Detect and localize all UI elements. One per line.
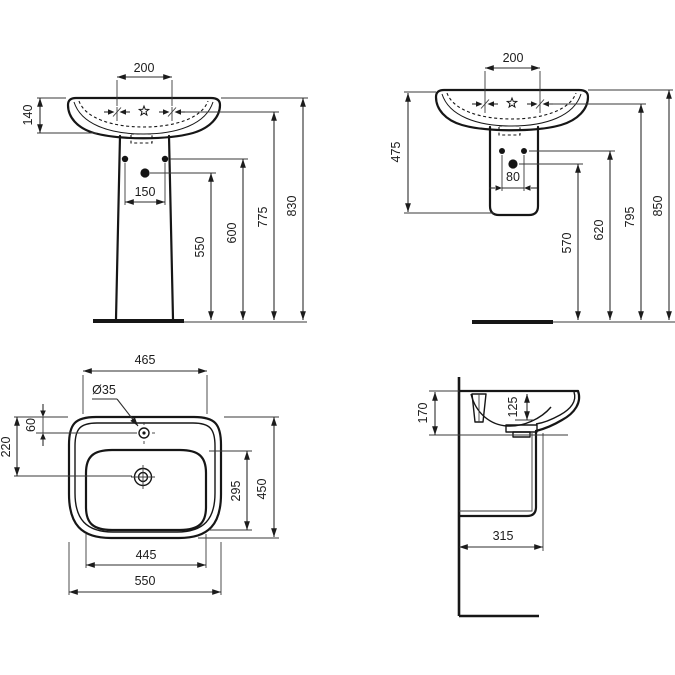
dim-label-rim-height: 850 — [651, 196, 665, 217]
dim-label-fixing-spacing: 150 — [135, 185, 156, 199]
dim-label-drain-height: 570 — [560, 233, 574, 254]
dimensions-plan: 465 Ø35 60 220 295 — [0, 353, 279, 595]
dim-label-basin-height: 140 — [21, 105, 35, 126]
dim-label-deck-width: 465 — [135, 353, 156, 367]
dim-label-drain-height: 550 — [193, 237, 207, 258]
dim-label-tap-hole-diameter: Ø35 — [92, 383, 116, 397]
wall-and-floor-lines — [457, 377, 539, 618]
dim-label-tap-height: 795 — [623, 207, 637, 228]
dimensions-side-section: 170 125 315 — [416, 390, 568, 551]
basin-front-icon — [68, 98, 220, 143]
fixing-and-drain-holes — [499, 148, 527, 169]
view-plan: 465 Ø35 60 220 295 — [0, 353, 279, 595]
basin-plan-icon — [67, 415, 223, 540]
dimensions-front-semi-pedestal: 200 475 80 570 620 795 — [389, 51, 673, 320]
drain-hole-icon — [131, 465, 155, 489]
fixing-and-drain-holes — [121, 155, 169, 178]
dim-label-rim-to-bowl: 125 — [506, 397, 520, 418]
basin-front-icon — [436, 90, 588, 135]
view-front-full-pedestal: 200 140 150 550 600 775 — [21, 61, 308, 323]
semi-pedestal-outline — [472, 125, 675, 324]
dim-label-fixing-height: 600 — [225, 223, 239, 244]
pedestal-outline — [93, 134, 307, 323]
dim-label-rim-height: 830 — [285, 196, 299, 217]
dim-label-fixing-height: 620 — [592, 220, 606, 241]
dim-label-tap-spacing: 200 — [134, 61, 155, 75]
view-front-semi-pedestal: 200 475 80 570 620 795 — [389, 51, 675, 324]
dim-label-wall-depth: 315 — [493, 529, 514, 543]
dim-label-tap-spacing: 200 — [503, 51, 524, 65]
view-side-section: 170 125 315 — [416, 377, 581, 618]
basin-section-icon — [457, 389, 581, 518]
dim-label-tap-offset: 60 — [24, 418, 38, 432]
dim-label-unit-height: 475 — [389, 142, 403, 163]
dimensions-front-pedestal: 200 140 150 550 600 775 — [21, 61, 308, 320]
dim-label-fixing-spacing: 80 — [506, 170, 520, 184]
dim-label-overall-width: 550 — [135, 574, 156, 588]
dim-label-tap-height: 775 — [256, 207, 270, 228]
dim-label-bowl-depth: 295 — [229, 481, 243, 502]
dim-label-bowl-width: 445 — [136, 548, 157, 562]
dim-label-drain-offset: 220 — [0, 437, 13, 458]
dim-label-section-height: 170 — [416, 403, 430, 424]
dim-label-overall-depth: 450 — [255, 479, 269, 500]
